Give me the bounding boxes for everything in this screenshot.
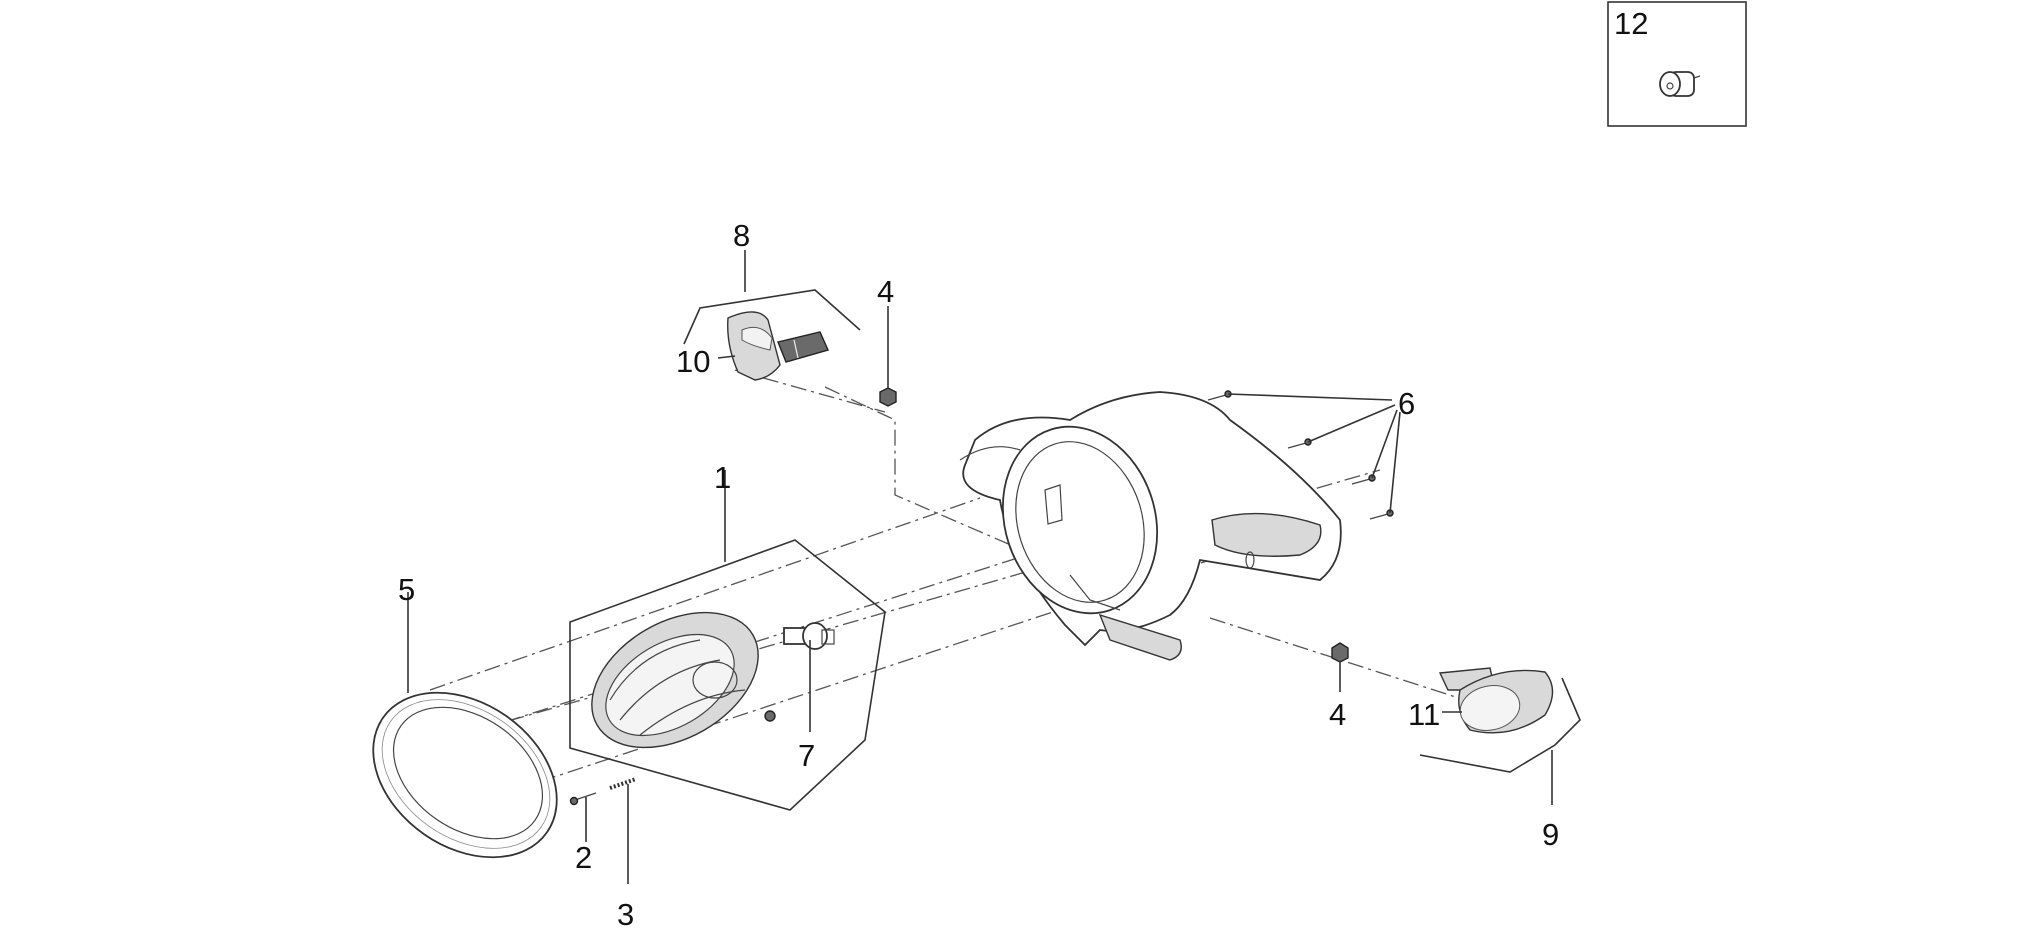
- callout-7: 7: [798, 738, 815, 773]
- part-5-trim-ring: 5: [372, 572, 558, 859]
- callout-12: 12: [1614, 6, 1648, 41]
- screw-icon: [1207, 390, 1232, 401]
- callout-9: 9: [1542, 817, 1559, 852]
- headlight-housing: [959, 391, 1342, 661]
- part-4-nut-lower: 4: [1329, 642, 1349, 732]
- callout-2: 2: [575, 840, 592, 875]
- part-1-headlight-unit: 1: [569, 460, 886, 811]
- callout-1: 1: [714, 460, 731, 495]
- callout-6: 6: [1398, 386, 1415, 421]
- part-6-screws: 6: [1207, 386, 1415, 520]
- callout-3: 3: [617, 897, 634, 928]
- part-12-inset: 12: [1607, 1, 1747, 127]
- callout-8: 8: [733, 218, 750, 253]
- callout-10: 10: [676, 344, 710, 379]
- part-1-frame: [569, 539, 886, 811]
- part-9-right-turn-signal: 9 11: [1408, 667, 1581, 852]
- screw-icon: [1351, 474, 1376, 485]
- part-2-screw: 2: [569, 792, 597, 875]
- screw-icon: [1287, 438, 1312, 449]
- inset-frame: [1607, 1, 1747, 127]
- part-8-left-turn-signal: 8 10: [676, 218, 861, 381]
- callout-5: 5: [398, 572, 415, 607]
- callout-4-lower: 4: [1329, 697, 1346, 732]
- part-3-screw: 3: [609, 777, 637, 928]
- part-7-bulb: 7: [783, 622, 835, 773]
- part-12-bulb-icon: [1659, 71, 1701, 97]
- part-4-nut-upper: 4: [877, 274, 897, 407]
- callout-11: 11: [1408, 697, 1440, 732]
- callout-4-upper: 4: [877, 274, 894, 309]
